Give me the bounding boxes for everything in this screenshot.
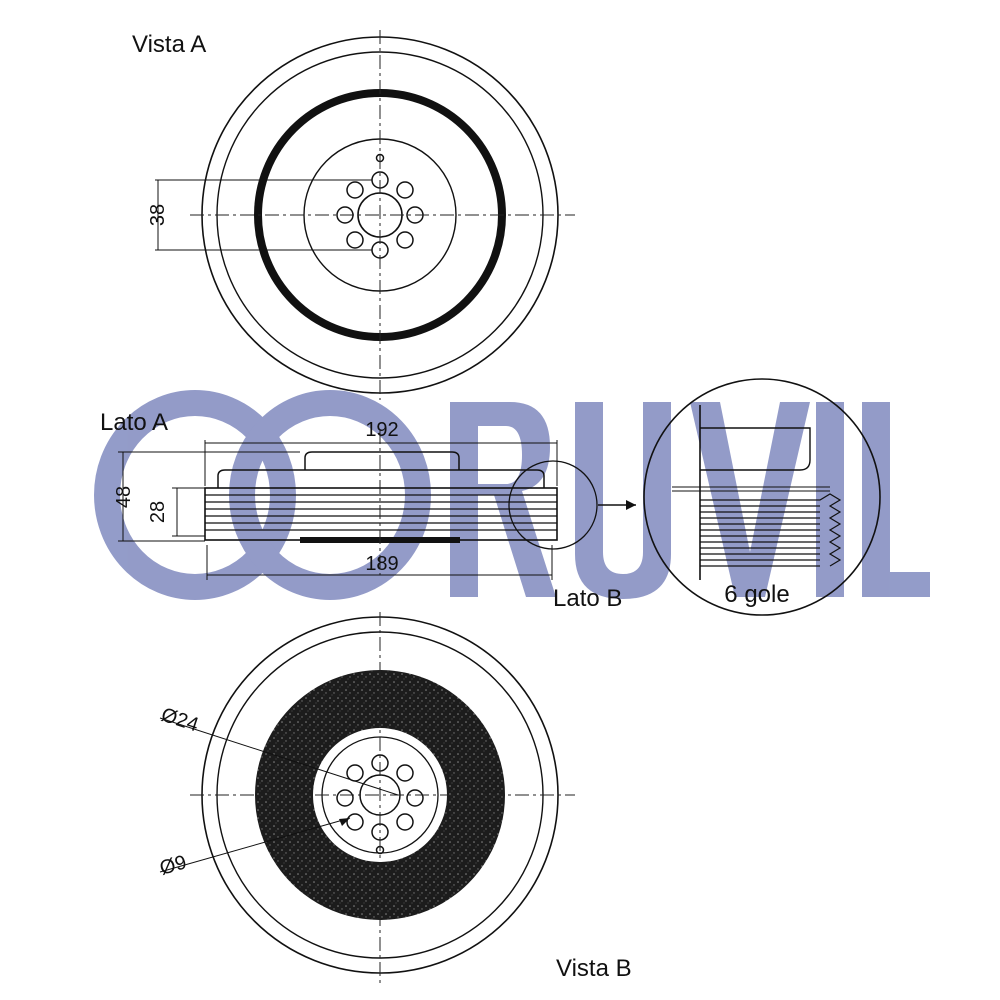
dimension-d9-label: Ø9 bbox=[157, 851, 189, 880]
ruville-logo-watermark bbox=[94, 390, 930, 600]
dimension-28-label: 28 bbox=[147, 501, 169, 523]
dimension-38-label: 38 bbox=[147, 204, 169, 226]
dimension-d24-label: Ø24 bbox=[158, 704, 201, 737]
groove-detail: 6 gole bbox=[643, 378, 881, 616]
vista-b-label: Vista B bbox=[556, 955, 632, 982]
damper-ring bbox=[255, 670, 506, 921]
dimension-48: 48 bbox=[113, 451, 300, 542]
lato-a-label: Lato A bbox=[100, 409, 168, 436]
side-view: 192 189 48 28 bbox=[113, 419, 636, 580]
dimension-192-label: 192 bbox=[365, 419, 398, 441]
vista-a-view: 38 bbox=[147, 30, 575, 400]
grooves-label: 6 gole bbox=[724, 581, 789, 608]
dimension-38: 38 bbox=[147, 179, 372, 251]
vista-b-view: Ø24 Ø9 bbox=[157, 612, 575, 985]
lato-b-label: Lato B bbox=[553, 585, 622, 612]
dimension-189: 189 bbox=[206, 545, 553, 580]
vista-a-label: Vista A bbox=[132, 31, 206, 58]
dimension-192: 192 bbox=[204, 419, 558, 486]
dimension-28: 28 bbox=[147, 487, 205, 537]
dimension-189-label: 189 bbox=[365, 553, 398, 575]
dimension-48-label: 48 bbox=[113, 486, 135, 508]
